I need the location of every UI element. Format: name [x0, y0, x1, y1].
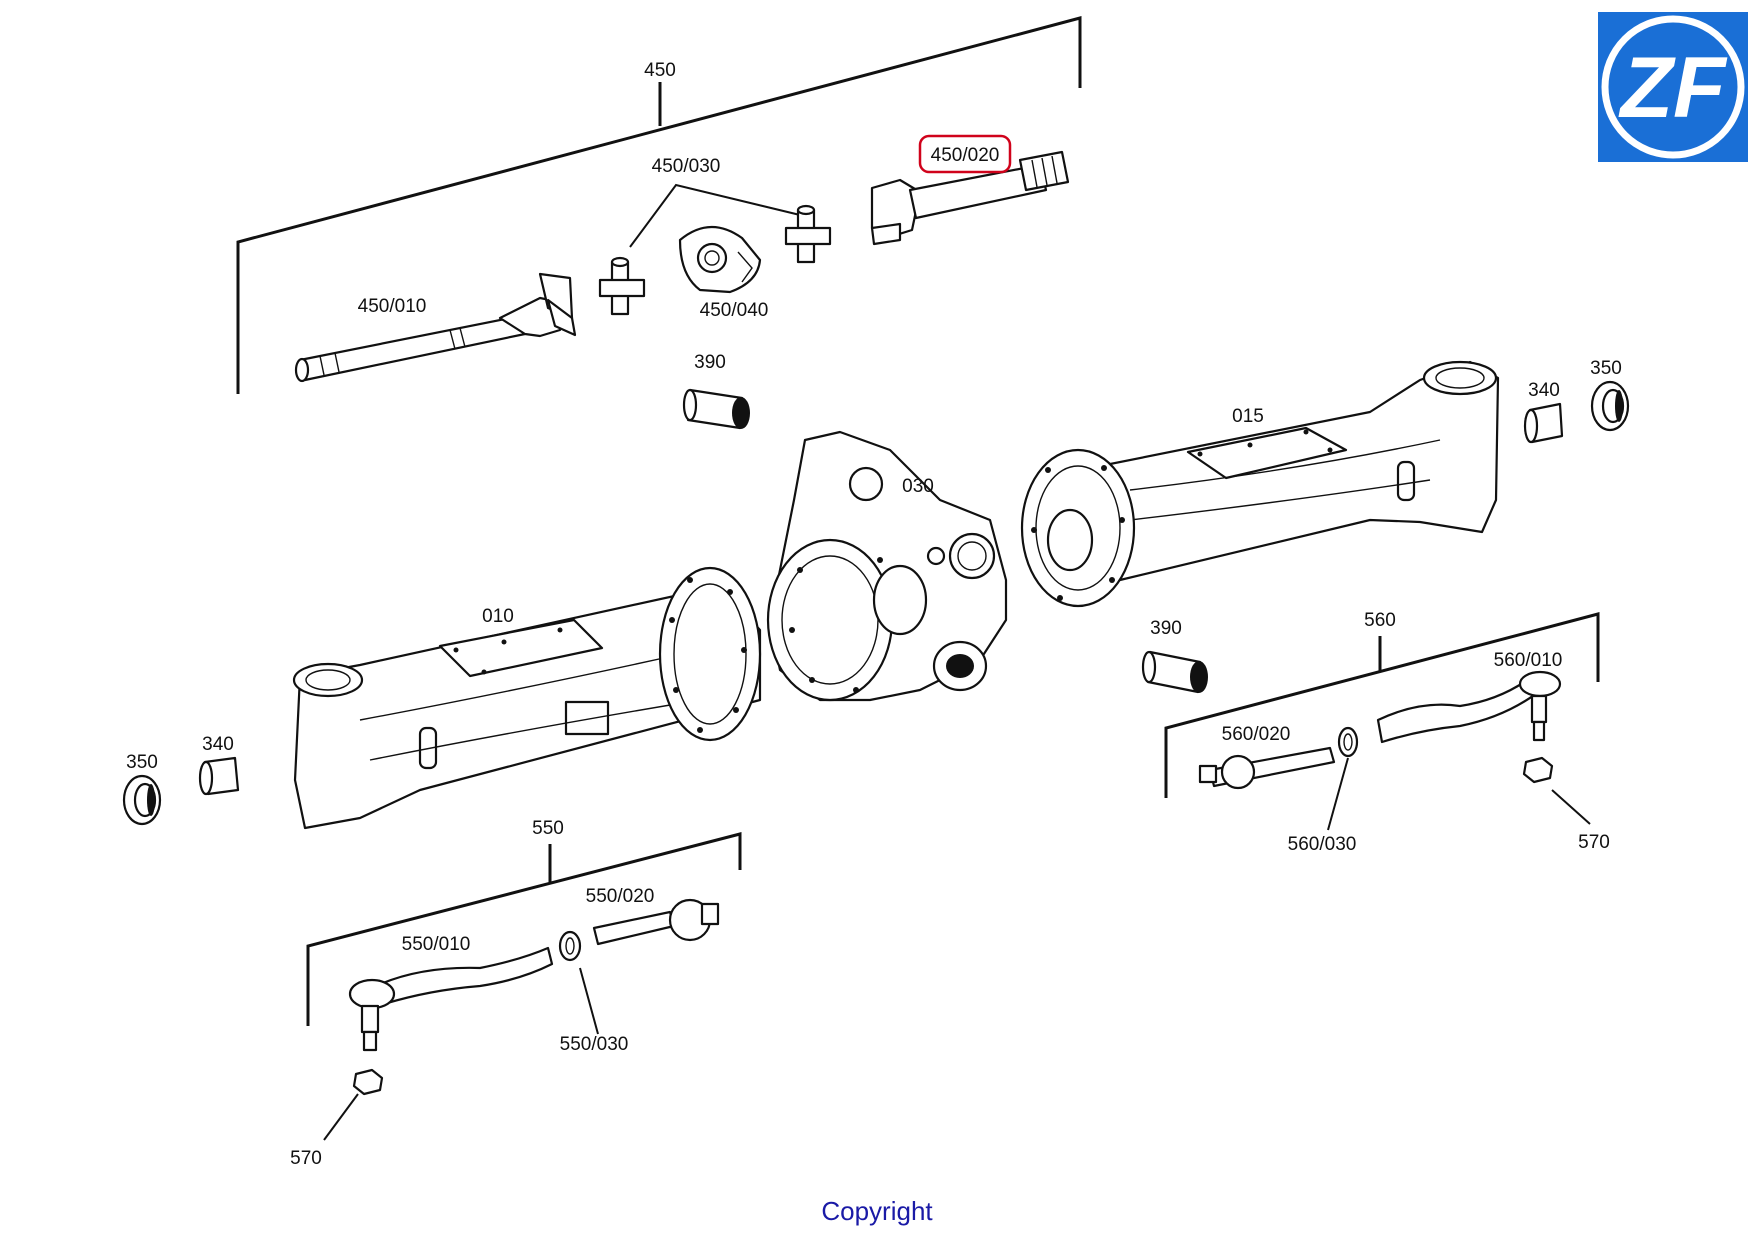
- part-560-030-ring: [1337, 726, 1359, 758]
- group-450-bracket: [236, 16, 1082, 394]
- part-450-020-shaft: [870, 150, 1070, 246]
- label-560-030[interactable]: 560/030: [1288, 834, 1357, 855]
- part-030-center-housing: [766, 430, 1008, 702]
- label-550-020[interactable]: 550/020: [586, 886, 655, 907]
- part-550-030-ring: [558, 930, 582, 962]
- label-450-030[interactable]: 450/030: [652, 156, 721, 177]
- part-340-bushing-right: [1523, 402, 1564, 444]
- group-550-bracket: [306, 832, 742, 1026]
- part-350-seal-right: [1590, 380, 1630, 432]
- part-550-010-tie-rod-end: [348, 946, 554, 1052]
- label-550-030[interactable]: 550/030: [560, 1034, 629, 1055]
- label-350-right[interactable]: 350: [1590, 358, 1622, 379]
- label-450-020[interactable]: 450/020: [931, 145, 1000, 166]
- part-560-020-inner-rod: [1198, 746, 1336, 790]
- label-570-left[interactable]: 570: [290, 1148, 322, 1169]
- copyright-link[interactable]: Copyright: [821, 1196, 933, 1226]
- label-560[interactable]: 560: [1364, 610, 1396, 631]
- part-450-030-spider-right: [784, 204, 832, 264]
- label-340-left[interactable]: 340: [202, 734, 234, 755]
- label-560-020[interactable]: 560/020: [1222, 724, 1291, 745]
- label-450-040[interactable]: 450/040: [700, 300, 769, 321]
- part-340-bushing-left: [198, 756, 240, 796]
- label-550-010[interactable]: 550/010: [402, 934, 471, 955]
- part-450-030-spider-left: [598, 256, 646, 316]
- label-550[interactable]: 550: [532, 818, 564, 839]
- label-390-top[interactable]: 390: [694, 352, 726, 373]
- label-390-bottom[interactable]: 390: [1150, 618, 1182, 639]
- label-450-010[interactable]: 450/010: [358, 296, 427, 317]
- label-340-right[interactable]: 340: [1528, 380, 1560, 401]
- part-560-010-tie-rod-end: [1376, 670, 1562, 744]
- label-015[interactable]: 015: [1232, 406, 1264, 427]
- part-550-020-inner-rod: [592, 898, 720, 946]
- label-010[interactable]: 010: [482, 606, 514, 627]
- part-450-010-shaft: [294, 272, 577, 383]
- highlight-box: [918, 134, 1012, 174]
- label-570-right[interactable]: 570: [1578, 832, 1610, 853]
- part-015-axle-housing-right: [1020, 360, 1500, 608]
- group-560-bracket: [1164, 612, 1600, 798]
- part-010-axle-housing-left: [292, 566, 762, 830]
- label-030[interactable]: 030: [902, 476, 934, 497]
- part-570-nut-left: [352, 1068, 384, 1096]
- part-570-nut-right: [1522, 756, 1554, 784]
- part-450-040-yoke: [678, 225, 762, 294]
- part-390-bushing-bottom: [1141, 650, 1208, 694]
- label-350-left[interactable]: 350: [126, 752, 158, 773]
- part-390-bushing-top: [682, 388, 750, 430]
- part-350-seal-left: [122, 774, 162, 826]
- label-560-010[interactable]: 560/010: [1494, 650, 1563, 671]
- svg-text:ZF: ZF: [1617, 40, 1728, 136]
- zf-logo-icon: ZF: [1598, 12, 1748, 162]
- label-450[interactable]: 450: [644, 60, 676, 81]
